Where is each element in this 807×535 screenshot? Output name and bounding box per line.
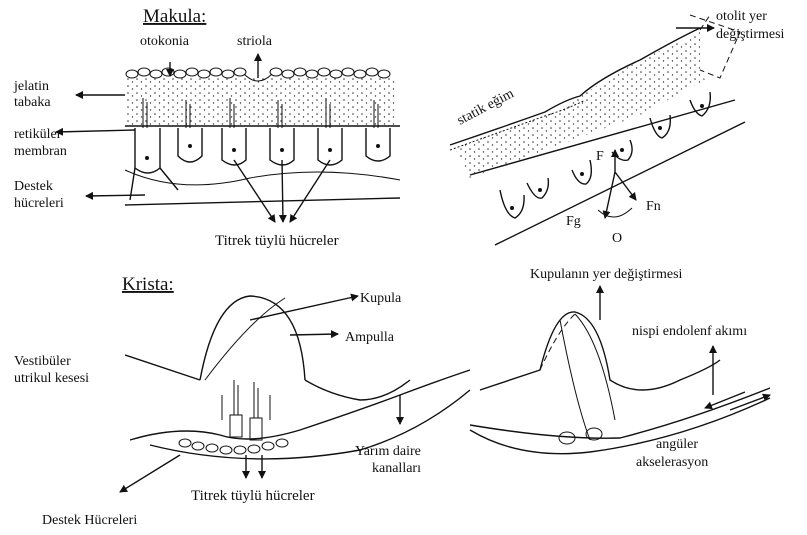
crista-cells (179, 415, 288, 454)
yarim-daire-label-line2: kanalları (372, 461, 421, 476)
cupula-outline (200, 296, 305, 380)
kupula-yer-label: Kupulanın yer değiştirmesi (530, 267, 683, 282)
krista-title: Krista: (122, 274, 174, 295)
jelatin-label-line1: jelatin (13, 79, 49, 94)
anguler-label-line1: angüler (656, 437, 698, 452)
force-fn-label: Fn (646, 199, 661, 214)
makula-tilted-illustration (450, 15, 745, 245)
yarim-daire-label-line1: Yarım daire (355, 444, 421, 459)
makula-title: Makula: (143, 6, 206, 27)
otolit-label-line1: otolit yer (716, 9, 767, 24)
destek-label-line2: hücreleri (14, 196, 64, 211)
otokonia-label: otokonia (140, 34, 190, 49)
otolit-label-line2: değiştirmesi (716, 27, 785, 42)
vestibuler-label-line1: Vestibüler (14, 354, 71, 369)
angle-o-label: O (612, 231, 622, 246)
retikuler-label-line1: retiküler (14, 127, 62, 142)
titrek-label-krista: Titrek tüylü hücreler (191, 488, 315, 504)
crista-stereocilia (222, 380, 270, 420)
destek-hucreleri-label: Destek Hücreleri (42, 513, 137, 528)
kupula-label: Kupula (360, 291, 402, 306)
titrek-label-makula: Titrek tüylü hücreler (215, 233, 339, 249)
retikuler-label-line2: membran (14, 144, 67, 159)
force-f-label: F (596, 149, 604, 164)
krista-deflected-illustration (470, 286, 770, 454)
vestibuler-label-line2: utrikul kesesi (14, 371, 89, 386)
force-fg-label: Fg (566, 214, 581, 229)
statik-egim-label: statik eğim (455, 86, 517, 128)
support-cell-region (125, 170, 400, 185)
ampulla-label: Ampulla (345, 330, 395, 345)
makula-illustration (56, 54, 400, 222)
gelatin-layer (125, 78, 395, 126)
nispi-endolenf-label: nispi endolenf akımı (632, 324, 747, 339)
destek-label-line1: Destek (14, 179, 53, 194)
striola-label: striola (237, 34, 273, 49)
jelatin-label-line2: tabaka (14, 95, 51, 110)
anguler-label-line2: akselerasyon (636, 455, 708, 470)
hair-cells (130, 128, 390, 200)
